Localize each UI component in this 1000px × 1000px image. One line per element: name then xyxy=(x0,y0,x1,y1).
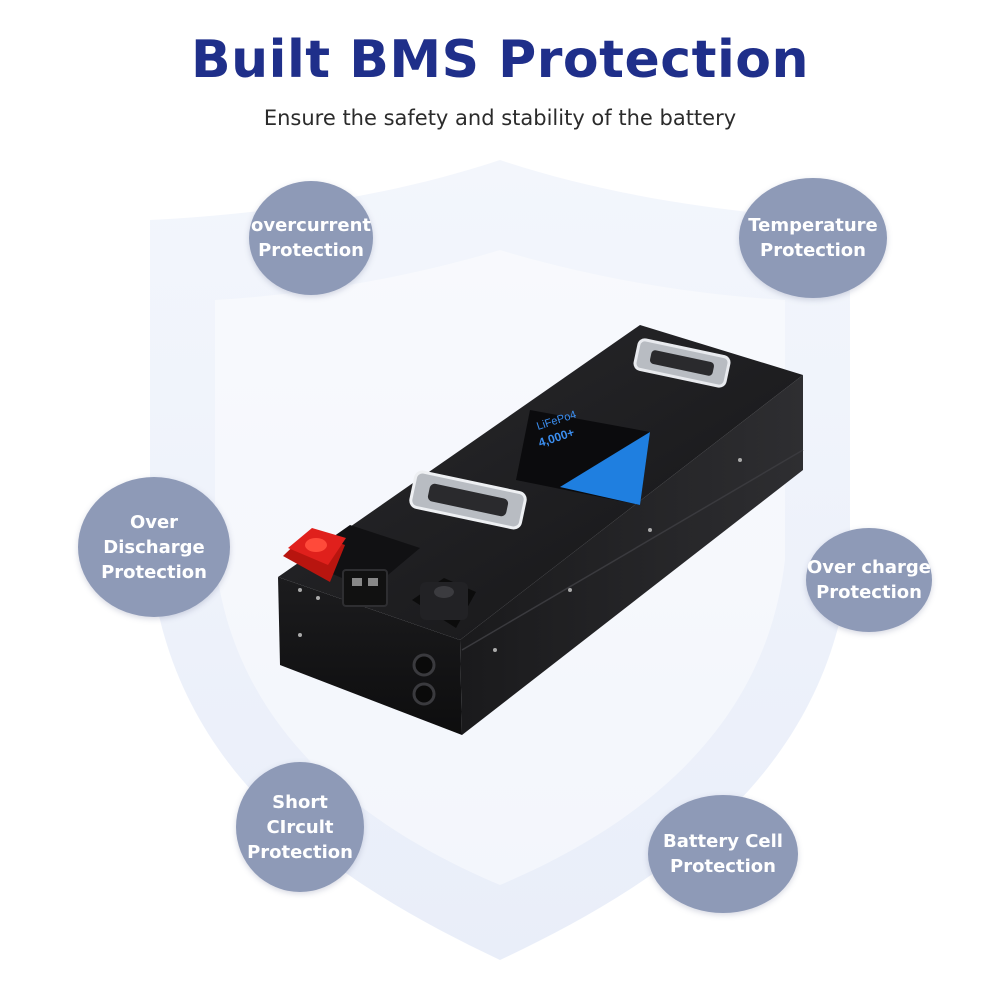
feature-over-discharge-protection: Over Discharge Protection xyxy=(78,477,230,617)
feature-temperature-protection: Temperature Protection xyxy=(739,178,887,298)
feature-overcurrent-protection: overcurrent Protection xyxy=(249,181,373,295)
charge-connector xyxy=(342,569,388,607)
feature-battery-cell-protection: Battery Cell Protection xyxy=(648,795,798,913)
battery-label: LiFePo4 4,000+ xyxy=(516,409,650,505)
positive-terminal xyxy=(283,528,346,582)
port-2 xyxy=(412,682,436,706)
port-1 xyxy=(412,653,436,677)
page-subtitle: Ensure the safety and stability of the b… xyxy=(263,106,737,130)
negative-terminal xyxy=(412,578,476,628)
page-title: Built BMS Protection xyxy=(190,30,810,90)
front-handle xyxy=(409,470,527,530)
feature-over-charge-protection: Over charge Protection xyxy=(806,528,932,632)
rear-handle xyxy=(633,338,731,388)
feature-short-circuit-protection: Short CIrcult Protection xyxy=(236,762,364,892)
